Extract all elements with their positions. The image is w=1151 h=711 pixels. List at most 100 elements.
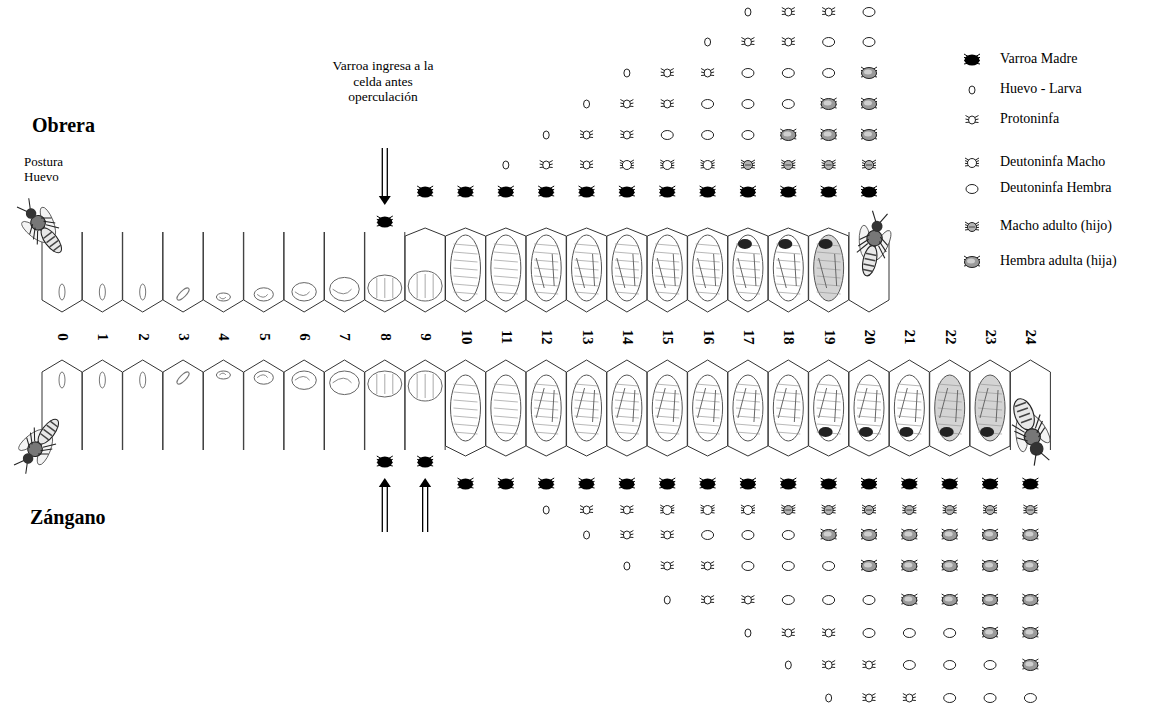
mite-symbol: [965, 158, 979, 168]
mite-symbol: [742, 69, 754, 78]
legend-symbol: [969, 86, 975, 94]
drone-cells: [295, 376, 310, 380]
mite-symbol: [1023, 595, 1038, 606]
mite-symbol: [1023, 561, 1038, 572]
mite-symbol: [944, 694, 956, 703]
mite-symbol: [785, 661, 791, 669]
drone-cells: [776, 432, 800, 434]
mite-symbol: [701, 562, 714, 571]
worker-cells: [534, 244, 558, 246]
mite-symbol: [498, 187, 513, 198]
mite-symbol: [784, 506, 793, 515]
drone-cells: [433, 374, 434, 398]
worker-cells: [655, 268, 679, 270]
drone-cells: [575, 408, 599, 410]
worker-cells: [368, 275, 402, 301]
worker-cells: [736, 268, 760, 270]
mite-symbol: [969, 86, 975, 94]
drone-cells: [376, 374, 377, 394]
drone-cells: [817, 400, 841, 402]
drone-cells: [454, 424, 478, 426]
worker-cells: [494, 252, 518, 254]
legend-symbol: [965, 158, 979, 168]
brood-cell: [728, 360, 768, 456]
mite-symbol: [782, 596, 794, 605]
mite-symbol: [861, 129, 877, 141]
bee-figure: [22, 463, 32, 474]
mite-symbol: [945, 563, 953, 568]
mite-symbol: [945, 597, 953, 602]
drone-cells: [534, 400, 558, 402]
mite-symbol: [700, 478, 716, 490]
mite-symbol: [660, 187, 675, 198]
worker-cells: [696, 244, 720, 246]
brood-cell: [768, 228, 808, 312]
mite-symbol: [620, 160, 634, 170]
drone-cells: [417, 374, 418, 398]
worker-cells: [425, 274, 426, 298]
drone-cells: [655, 400, 679, 402]
mite-symbol: [742, 100, 754, 109]
mite-symbol: [580, 161, 593, 170]
brood-cell: [163, 360, 203, 450]
brood-cell: [446, 360, 486, 456]
mite-symbol: [969, 227, 975, 228]
mite-symbol: [745, 8, 751, 16]
mite-symbol: [822, 661, 835, 670]
mite-symbol: [1022, 478, 1038, 490]
mite-symbol: [744, 596, 751, 604]
mite-symbol: [942, 561, 957, 572]
legend-text: Macho adulto (hijo): [1000, 218, 1112, 234]
mite-symbol: [862, 505, 876, 515]
worker-cells: [384, 278, 385, 298]
mite-symbol: [664, 596, 670, 604]
mite-symbol: [584, 100, 590, 108]
mite-symbol: [741, 38, 754, 47]
mite-symbol: [864, 70, 872, 75]
worker-cells: [778, 254, 796, 288]
bee-figure: [862, 269, 873, 271]
mite-symbol: [823, 596, 835, 605]
drone-cells: [736, 416, 760, 418]
drone-cells: [408, 371, 442, 401]
mite-symbol: [702, 531, 714, 540]
drone-cells: [859, 388, 877, 422]
brood-cell: [688, 360, 728, 456]
mite-symbol: [702, 531, 714, 540]
mite-symbol: [745, 165, 751, 166]
mite-symbol: [1025, 662, 1033, 667]
worker-cells: [819, 239, 833, 249]
day-number: 14: [618, 330, 635, 345]
drone-cells: [696, 392, 720, 394]
worker-cells: [657, 254, 675, 288]
mite-symbol: [862, 68, 877, 79]
mite-symbol: [1022, 529, 1038, 541]
mite-symbol: [742, 531, 754, 540]
mite-symbol: [624, 69, 630, 77]
drone-cells: [494, 384, 518, 386]
mite-symbol: [377, 457, 392, 468]
mite-symbol: [583, 161, 590, 169]
brood-cell: [446, 228, 486, 312]
brood-cell: [284, 232, 324, 312]
mite-symbol: [826, 510, 832, 511]
bee-figure: [1017, 435, 1028, 445]
mite-symbol: [862, 561, 877, 572]
drone-cells: [938, 416, 962, 418]
mite-symbol: [661, 562, 674, 571]
drone-cells: [776, 408, 800, 410]
mite-symbol: [945, 506, 954, 515]
drone-cells: [819, 427, 833, 437]
day-number: 16: [699, 330, 716, 345]
mite-symbol: [785, 629, 792, 637]
drone-cells: [776, 392, 800, 394]
mite-symbol: [377, 217, 392, 228]
drone-cells: [491, 375, 521, 441]
mite-symbol: [1025, 597, 1033, 602]
mite-symbol: [821, 186, 837, 198]
mite-symbol: [983, 479, 998, 490]
day-number: 21: [901, 330, 918, 345]
mite-symbol: [966, 185, 978, 194]
drone-cells: [696, 400, 720, 402]
drone-cells: [978, 400, 1002, 402]
